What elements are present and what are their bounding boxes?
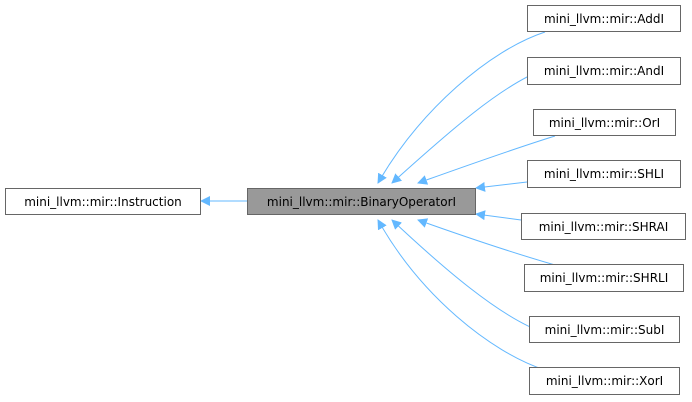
node-shrli[interactable]: mini_llvm::mir::SHRLI	[524, 264, 684, 292]
node-instruction[interactable]: mini_llvm::mir::Instruction	[5, 188, 201, 215]
node-andi[interactable]: mini_llvm::mir::AndI	[527, 57, 681, 85]
node-subi[interactable]: mini_llvm::mir::SubI	[529, 316, 680, 343]
node-subi-label: mini_llvm::mir::SubI	[544, 322, 665, 337]
node-shrai-label: mini_llvm::mir::SHRAI	[538, 219, 669, 234]
node-instruction-label: mini_llvm::mir::Instruction	[24, 194, 182, 209]
edge-andi-to-binary-operator	[391, 68, 546, 184]
node-xori[interactable]: mini_llvm::mir::XorI	[529, 367, 680, 395]
node-shli[interactable]: mini_llvm::mir::SHLI	[527, 160, 681, 188]
node-shrai[interactable]: mini_llvm::mir::SHRAI	[521, 213, 686, 240]
node-binary-operator-label: mini_llvm::mir::BinaryOperatorI	[266, 194, 457, 209]
node-binary-operator: mini_llvm::mir::BinaryOperatorI	[247, 188, 476, 215]
node-ori[interactable]: mini_llvm::mir::OrI	[533, 109, 676, 136]
node-addi-label: mini_llvm::mir::AddI	[543, 11, 665, 26]
edge-xori-to-binary-operator	[377, 219, 546, 371]
node-addi[interactable]: mini_llvm::mir::AddI	[527, 5, 681, 32]
edge-subi-to-binary-operator	[391, 219, 546, 334]
node-xori-label: mini_llvm::mir::XorI	[545, 374, 664, 388]
node-shrli-label: mini_llvm::mir::SHRLI	[539, 271, 669, 285]
node-ori-label: mini_llvm::mir::OrI	[548, 115, 661, 130]
node-shli-label: mini_llvm::mir::SHLI	[543, 167, 665, 181]
edge-addi-to-binary-operator	[377, 31, 546, 184]
node-andi-label: mini_llvm::mir::AndI	[543, 64, 665, 78]
edge-shli-to-binary-operator	[475, 181, 528, 192]
edge-shrai-to-binary-operator	[475, 210, 522, 221]
edge-shrli-to-binary-operator	[417, 218, 556, 266]
edge-ori-to-binary-operator	[417, 135, 556, 185]
